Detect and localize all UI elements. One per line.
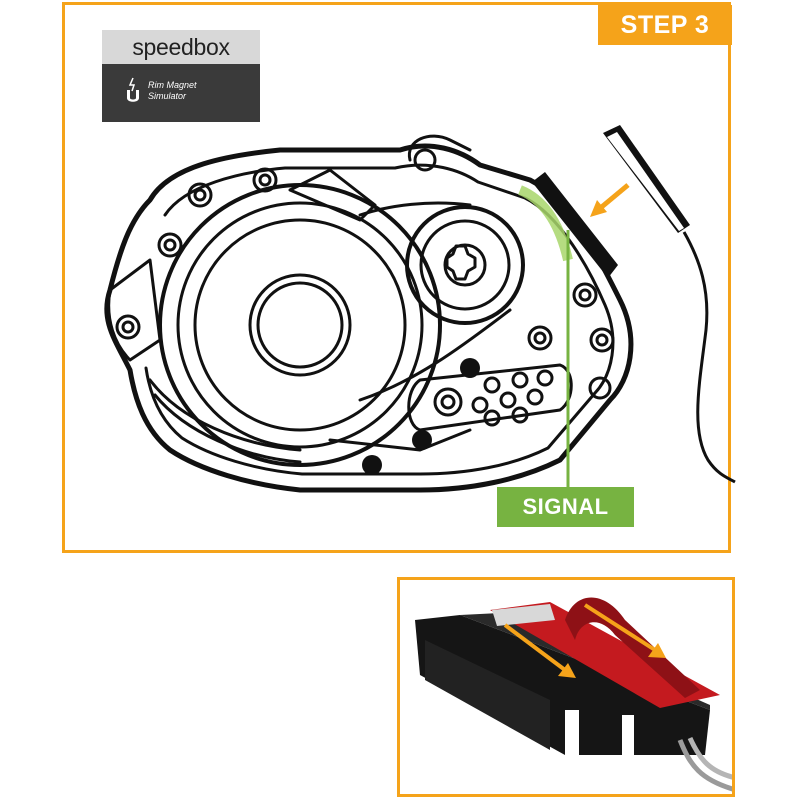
detail-arrow-peel bbox=[583, 603, 666, 658]
step-label: STEP 3 bbox=[620, 10, 710, 39]
signal-label: SIGNAL bbox=[522, 494, 609, 519]
logo-brand: speedbox bbox=[102, 30, 260, 64]
sensor-cable bbox=[682, 231, 736, 484]
motor-drawing bbox=[104, 125, 736, 493]
signal-label-box: SIGNAL bbox=[497, 487, 634, 527]
magnet-icon bbox=[127, 77, 139, 102]
speedbox-logo: speedbox Rim Magnet Simulator bbox=[102, 30, 260, 122]
arrow-icon bbox=[590, 183, 630, 217]
step-badge: STEP 3 bbox=[598, 5, 732, 45]
main-frame bbox=[62, 2, 731, 553]
peeling-tape bbox=[565, 597, 700, 698]
logo-subtitle: Rim Magnet Simulator bbox=[148, 80, 238, 102]
red-tape bbox=[490, 602, 720, 708]
detail-frame bbox=[397, 577, 735, 797]
signal-highlight bbox=[517, 185, 573, 262]
gear-outer bbox=[405, 205, 525, 325]
detail-arrow-down bbox=[503, 623, 576, 678]
logo-subtitle-line2: Simulator bbox=[148, 91, 187, 101]
sensor-strip bbox=[532, 172, 618, 278]
sensor-holder bbox=[415, 615, 710, 755]
logo-subtitle-line1: Rim Magnet bbox=[148, 80, 197, 90]
sensor-closeup bbox=[415, 597, 732, 792]
